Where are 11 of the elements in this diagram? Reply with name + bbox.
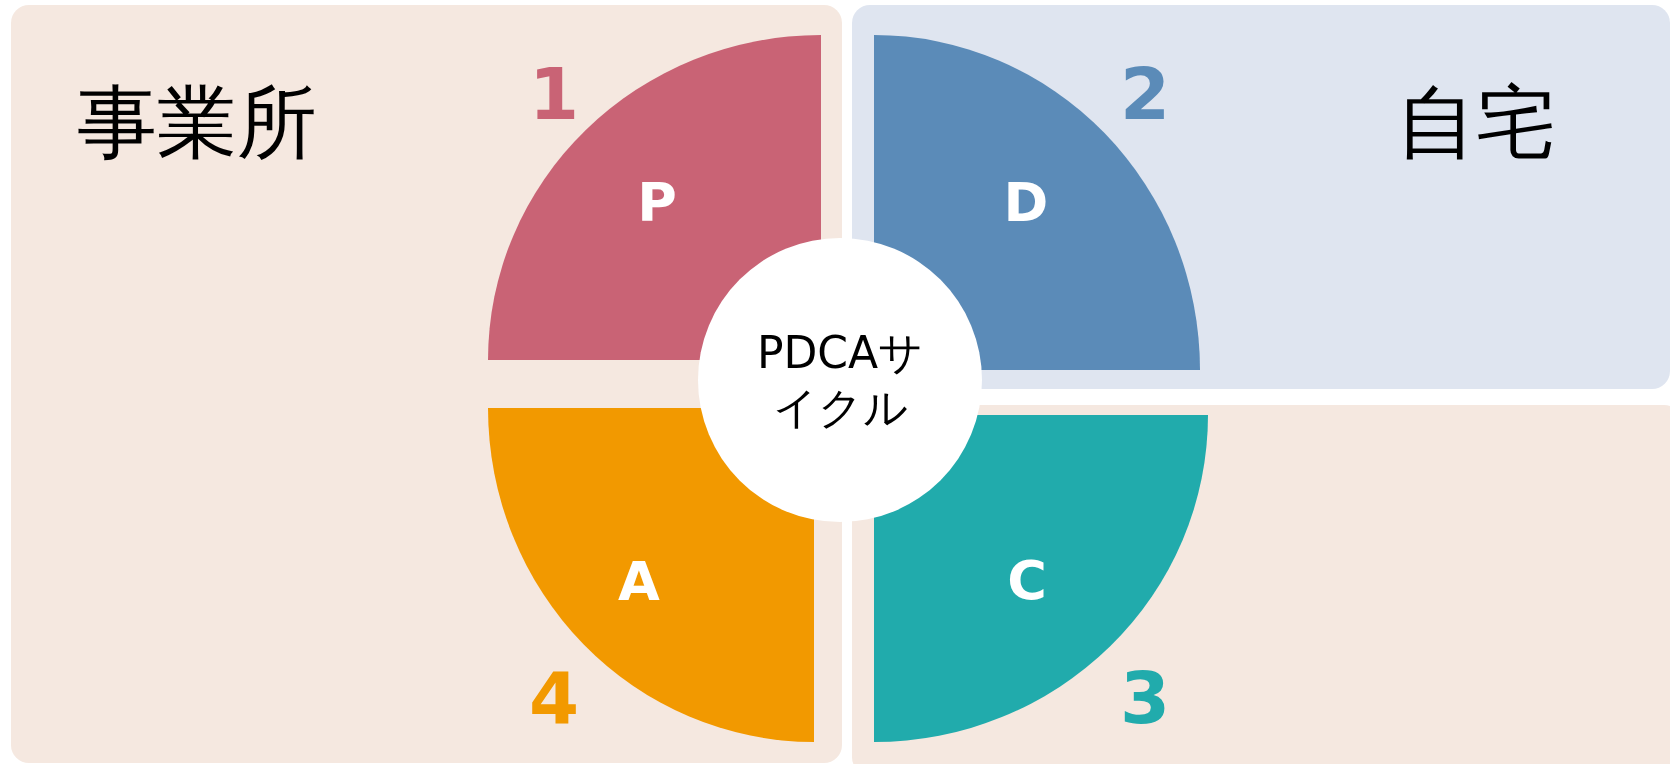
area-title: 自宅 <box>1396 75 1556 171</box>
segment-letter: D <box>1003 170 1049 234</box>
segment-letter: P <box>637 170 677 234</box>
area-title: 事業所 <box>77 75 317 171</box>
segment-letter: C <box>1007 548 1047 612</box>
segment-letter: A <box>618 549 660 613</box>
step-number: 4 <box>528 656 580 740</box>
step-number: 2 <box>1119 52 1171 136</box>
step-number: 1 <box>528 52 580 136</box>
step-number: 3 <box>1119 656 1171 740</box>
center-label: PDCAサイクル <box>755 326 925 435</box>
